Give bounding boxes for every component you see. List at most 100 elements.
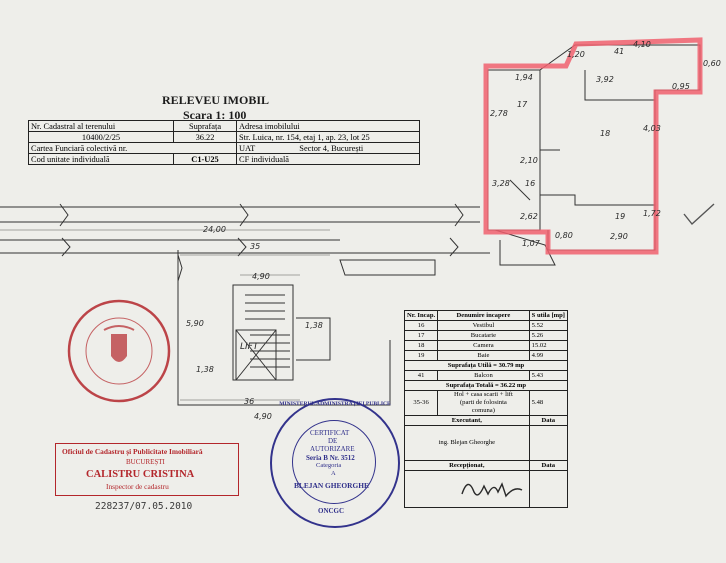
- uat-label: UAT: [239, 143, 256, 153]
- blue-stamp-bottom: ONCGC: [318, 507, 345, 515]
- check-mark: [683, 203, 715, 226]
- lift-label: LIFT: [240, 342, 259, 352]
- row-name: Camera: [437, 340, 530, 351]
- executant-date-cell: [528, 424, 569, 461]
- stamp-inspector-role: Inspector de cadastru: [106, 482, 169, 491]
- stamp-office: Oficiul de Cadastru și Publicitate Imobi…: [62, 447, 203, 456]
- dim-060: 0,60: [703, 59, 721, 68]
- col-header-nr: Nr. Incap.: [403, 310, 439, 321]
- table-row: 19 Baie 4.99: [403, 350, 569, 361]
- receptionat-date-label: Data: [528, 459, 569, 471]
- dim-194: 1,94: [515, 73, 533, 82]
- row-area: 5.52: [528, 320, 569, 331]
- receptionat-date-cell: [528, 469, 569, 508]
- executant-name: ing. Blejan Gheorghe: [404, 424, 530, 461]
- common-nr: 35-36: [403, 390, 439, 416]
- cert-holder: BLEJAN GHEORGHE: [294, 481, 369, 490]
- dim-095: 0,95: [672, 82, 690, 91]
- row-area: 5.26: [528, 330, 569, 341]
- room-area-table: Nr. Incap. Denumire incapere S utila [mp…: [403, 310, 569, 508]
- dim-290: 2,90: [610, 232, 628, 241]
- stamp-number: 228237/07.05.2010: [95, 501, 193, 512]
- common-area: 5.48: [528, 390, 569, 416]
- row-nr: 18: [403, 340, 439, 351]
- uat-value: Sector 4, București: [299, 143, 364, 153]
- common-name-1: Hol + casa scarii + lift: [453, 391, 513, 398]
- dim-278: 2,78: [490, 109, 508, 118]
- blue-round-stamp: MINISTERUL ADMINISTRAȚIEI PUBLICE CERTIF…: [270, 398, 400, 528]
- red-round-stamp: [67, 299, 171, 403]
- useful-total: Suprafața Utilă = 30.79 mp: [404, 360, 568, 371]
- table-row: 17 Bucatarie 5.26: [403, 330, 569, 341]
- property-info-table: Nr. Cadastral al terenului Suprafața Adr…: [28, 120, 420, 165]
- room-label-17: 17: [517, 100, 528, 109]
- dim-410: 4,10: [633, 40, 651, 49]
- executant-label: Executant,: [404, 414, 530, 426]
- row-name: Vestibul: [437, 320, 530, 331]
- common-name: Hol + casa scarii + lift (parti de folos…: [437, 390, 530, 416]
- cert-line-1: CERTIFICAT: [310, 429, 350, 437]
- cert-line-2: DE: [328, 437, 338, 445]
- apartment-highlight: [483, 37, 703, 255]
- dim-392: 3,92: [596, 75, 614, 84]
- blue-stamp-ring-text: MINISTERUL ADMINISTRAȚIEI PUBLICE: [279, 401, 391, 407]
- dim-262: 2,62: [520, 212, 538, 221]
- coat-of-arms-icon: [111, 334, 127, 362]
- dim-403: 4,03: [643, 124, 661, 133]
- room-label-36: 36: [244, 397, 255, 406]
- common-name-3: comuna): [471, 406, 495, 414]
- common-name-2: (parti de folosinta: [459, 398, 507, 406]
- col-header-name: Denumire incapere: [437, 310, 530, 321]
- row-name: Bucatarie: [437, 330, 530, 341]
- stamp-city: BUCUREȘTI: [126, 458, 165, 466]
- red-rect-stamp: Oficiul de Cadastru și Publicitate Imobi…: [55, 443, 239, 496]
- table-row: 41 Balcon 5.43: [403, 370, 569, 381]
- balcony-name: Balcon: [437, 370, 530, 381]
- balcony-nr: 41: [403, 370, 439, 381]
- table-row: 35-36 Hol + casa scarii + lift (parti de…: [403, 390, 569, 416]
- balcony-area: 5.43: [528, 370, 569, 381]
- row-name: Baie: [437, 350, 530, 361]
- row-nr: 16: [403, 320, 439, 331]
- grand-total: Suprafața Totală = 36.22 mp: [404, 380, 568, 391]
- dim-120: 1,20: [567, 50, 585, 59]
- signature: [461, 482, 523, 498]
- executant-date-label: Data: [528, 414, 569, 426]
- dim-107: 1,07: [522, 239, 540, 248]
- dim-328: 3,28: [492, 179, 510, 188]
- unit-code-value: C1-U25: [173, 153, 237, 165]
- stamp-inspector-name: CALISTRU CRISTINA: [86, 469, 195, 480]
- dim-138-left: 1,38: [196, 365, 214, 374]
- dim-590: 5,90: [186, 319, 204, 328]
- dim-172: 1,72: [643, 209, 661, 218]
- dim-490-bottom: 4,90: [254, 412, 272, 421]
- row-nr: 17: [403, 330, 439, 341]
- receptionat-label: Recepționat,: [404, 459, 530, 471]
- dim-2400: 24,00: [203, 225, 226, 234]
- room-label-35: 35: [250, 242, 261, 251]
- cf-individual-label: CF individuală: [236, 153, 420, 165]
- table-row: 18 Camera 15.02: [403, 340, 569, 351]
- blue-stamp-inner-ring: [292, 420, 376, 504]
- row-area: 15.02: [528, 340, 569, 351]
- document-scale: Scara 1: 100: [183, 108, 247, 122]
- table-row: 16 Vestibul 5.52: [403, 320, 569, 331]
- dim-080: 0,80: [555, 231, 573, 240]
- dim-490-top: 4,90: [252, 272, 270, 281]
- room-label-16: 16: [525, 179, 536, 188]
- row-nr: 19: [403, 350, 439, 361]
- col-header-area: S utila [mp]: [528, 310, 569, 321]
- room-label-19: 19: [615, 212, 626, 221]
- dim-210: 2,10: [520, 156, 538, 165]
- row-area: 4.99: [528, 350, 569, 361]
- cert-series: Seria B Nr. 3512: [306, 454, 355, 462]
- dim-138-right: 1,38: [305, 321, 323, 330]
- cert-category-label: Categoria: [316, 462, 342, 469]
- cert-category-value: A: [331, 470, 336, 477]
- room-label-41: 41: [614, 47, 625, 56]
- room-label-18: 18: [600, 129, 611, 138]
- cert-line-3: AUTORIZARE: [310, 445, 355, 453]
- document-title: RELEVEU IMOBIL: [162, 93, 270, 107]
